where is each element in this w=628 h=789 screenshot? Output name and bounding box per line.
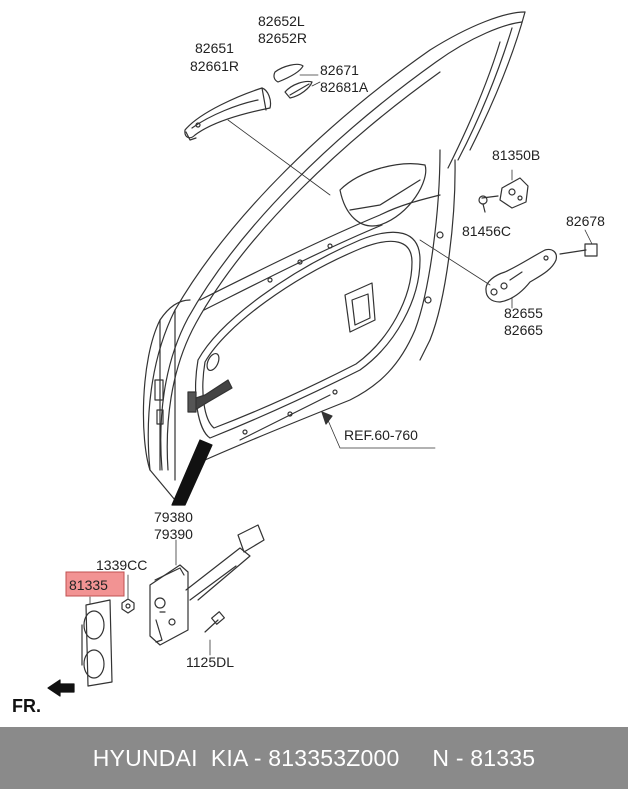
label-82678: 82678	[566, 213, 605, 229]
handle-cover	[273, 63, 304, 83]
label-81456c: 81456C	[462, 223, 511, 239]
harness-strap	[171, 439, 213, 506]
label-82655: 82655	[504, 305, 543, 321]
label-ref: REF.60-760	[344, 427, 418, 443]
handle-bolt	[559, 243, 598, 257]
handle-cover-small	[284, 80, 313, 99]
door-latch-bracket	[499, 177, 529, 209]
front-arrow-icon	[47, 679, 75, 697]
label-1125dl: 1125DL	[186, 654, 234, 670]
label-82652r: 82652R	[258, 30, 307, 46]
part-number-footer: HYUNDAI KIA - 813353Z000 N - 81335	[0, 727, 628, 789]
outside-handle	[184, 87, 272, 141]
label-1339cc: 1339CC	[96, 557, 147, 573]
label-82671: 82671	[320, 62, 359, 78]
part-highlight	[65, 571, 125, 597]
label-81350b: 81350B	[492, 147, 540, 163]
label-82661r: 82661R	[190, 58, 239, 74]
door-checker	[149, 524, 265, 646]
handle-bracket	[485, 248, 557, 303]
nut	[121, 598, 135, 614]
label-79380: 79380	[154, 509, 193, 525]
door-bumper	[81, 599, 113, 687]
label-79390: 79390	[154, 526, 193, 542]
label-82681a: 82681A	[320, 79, 369, 95]
door-panel	[142, 11, 526, 501]
checker-bolt	[204, 611, 226, 633]
label-front: FR.	[12, 696, 41, 716]
label-82652l: 82652L	[258, 13, 305, 29]
bolt	[478, 195, 499, 213]
label-82651: 82651	[195, 40, 234, 56]
label-81335: 81335	[69, 577, 108, 593]
label-82665: 82665	[504, 322, 543, 338]
